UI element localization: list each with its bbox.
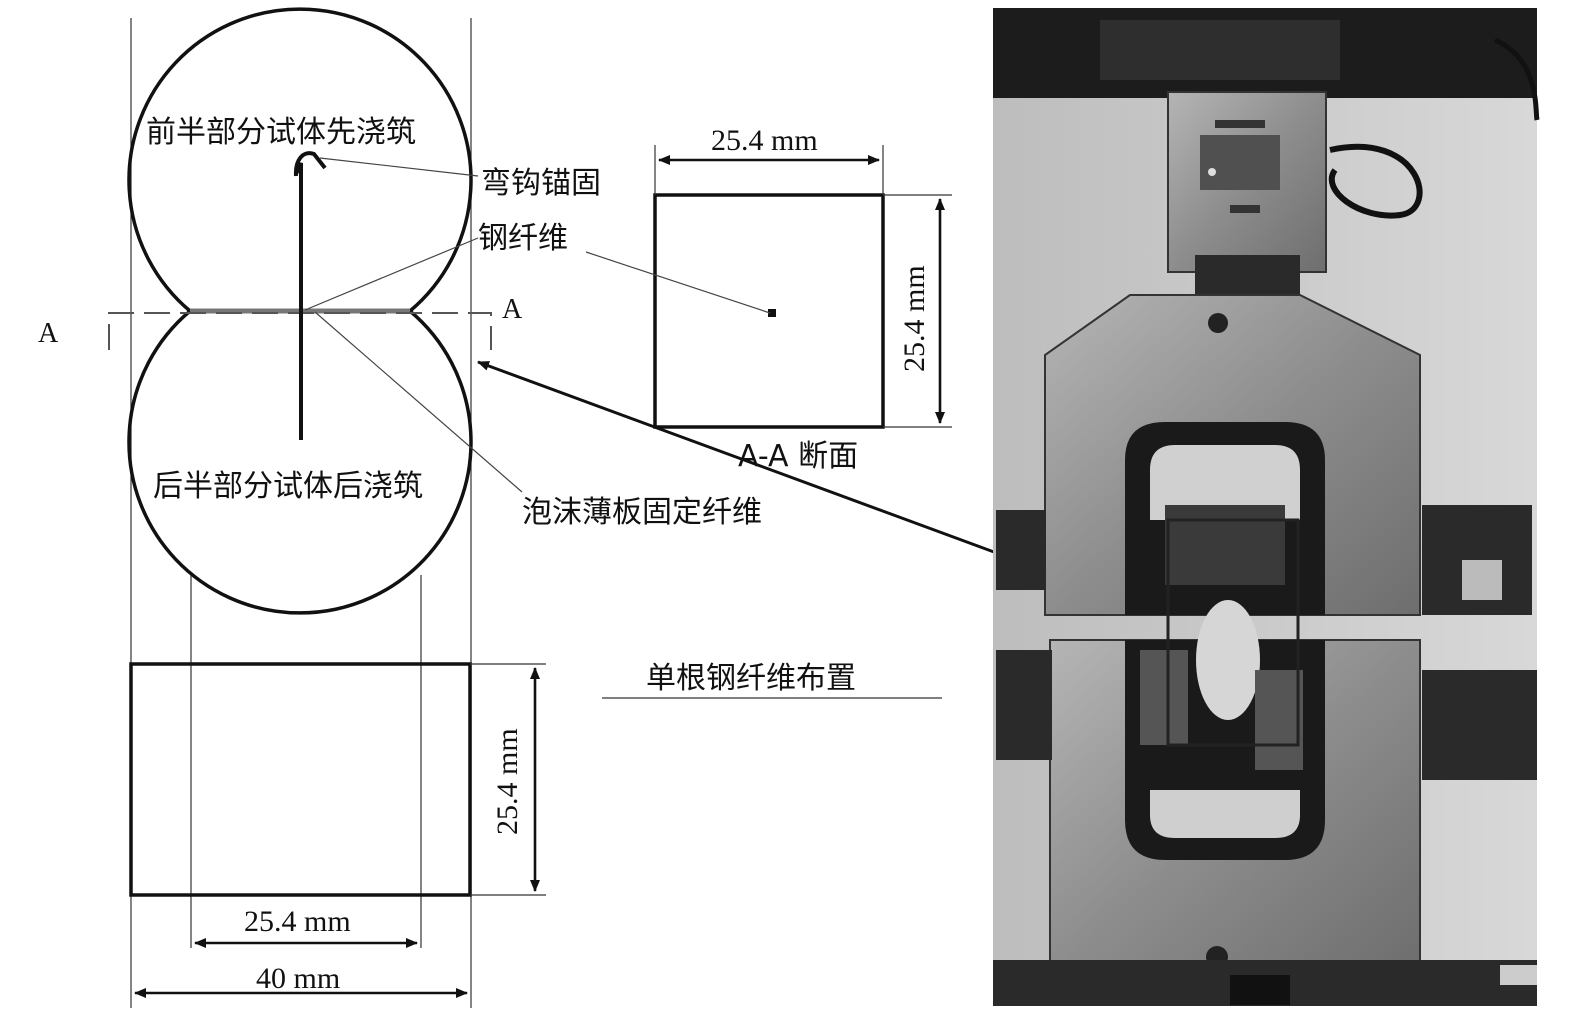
inner-width-label: 25.4 mm <box>244 905 351 938</box>
back-half-label: 后半部分试体后浇筑 <box>153 469 423 504</box>
steel-fiber <box>293 151 327 440</box>
section-square <box>653 193 885 429</box>
specimen-highlight-box <box>1166 518 1300 747</box>
section-width-label: 25.4 mm <box>711 124 818 157</box>
specimen-side-view <box>129 662 472 897</box>
sensor-cable <box>1328 143 1423 219</box>
hook-anchor-label: 弯钩锚固 <box>481 166 601 201</box>
section-label-right: A <box>502 294 523 325</box>
specimen-plan-view: A A 前半部分试体先浇筑 弯钩锚固 钢纤维 后半部分试体后浇筑 泡沫薄板固定纤… <box>38 7 762 1008</box>
test-fixture-photo <box>993 8 1540 1006</box>
hook-leader <box>319 157 479 177</box>
outer-width-label: 40 mm <box>256 962 340 995</box>
single-fiber-layout-caption: 单根钢纤维布置 <box>646 661 856 696</box>
section-a-a: 25.4 mm 25.4 mm A-A 断面 单根钢纤维布置 <box>585 124 952 699</box>
section-fiber-leader <box>585 251 771 314</box>
briquette-outline <box>127 7 473 615</box>
foam-board-label: 泡沫薄板固定纤维 <box>522 495 762 530</box>
specimen-in-grip <box>1165 505 1285 585</box>
steel-fiber-label: 钢纤维 <box>478 221 568 256</box>
block-height-label: 25.4 mm <box>491 728 524 835</box>
fiber-cross-section <box>768 309 776 317</box>
foam-leader <box>314 311 523 493</box>
section-height-label: 25.4 mm <box>898 265 931 372</box>
section-caption: A-A 断面 <box>738 439 858 474</box>
section-label-left: A <box>38 318 59 349</box>
front-half-label: 前半部分试体先浇筑 <box>146 115 416 150</box>
fiber-leader <box>304 237 479 311</box>
photo-to-diagram-arrow <box>477 360 995 554</box>
